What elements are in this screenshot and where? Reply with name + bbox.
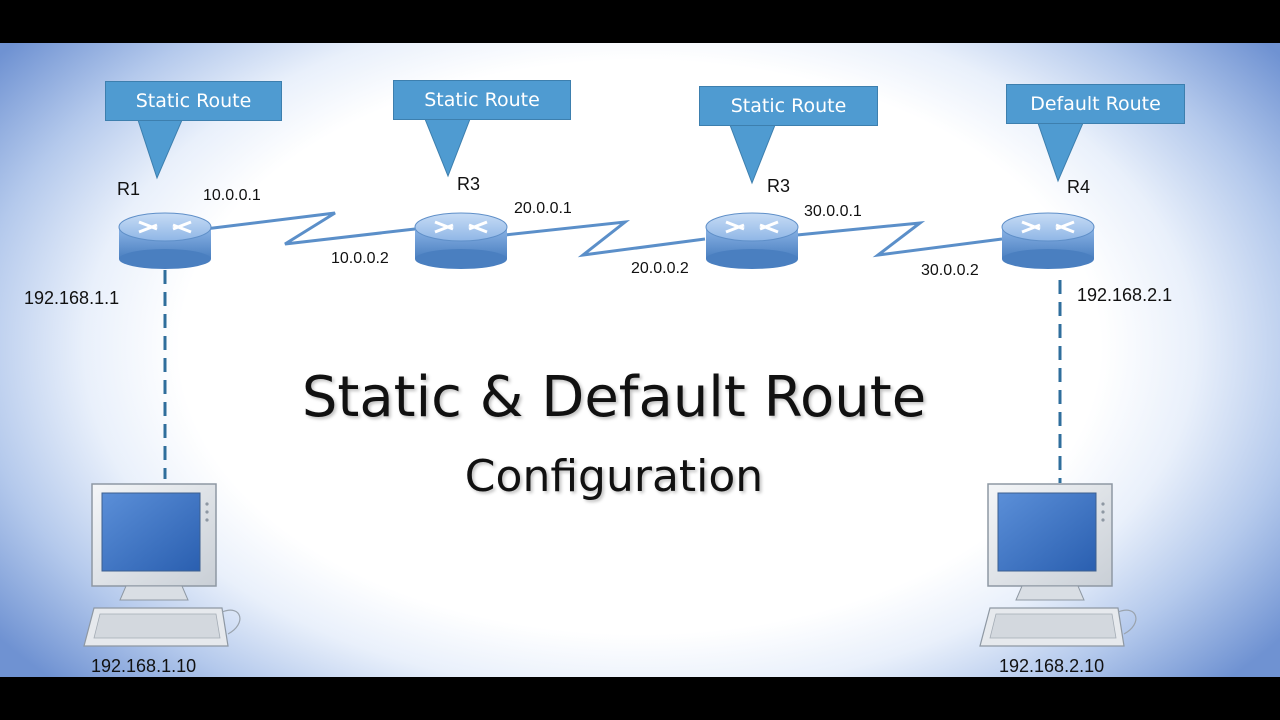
serial-link-3 [796, 218, 1003, 260]
callout-tail-r4 [1037, 122, 1084, 183]
router-icon [1001, 212, 1095, 269]
serial-link-1 [204, 210, 416, 247]
lan-gateway-ip-left: 192.168.1.1 [24, 288, 120, 308]
interface-ip: 20.0.0.2 [631, 260, 689, 277]
interface-ip: 10.0.0.2 [331, 250, 389, 267]
page-title: Static & Default Route [301, 365, 927, 430]
callout-label: Static Route [135, 90, 252, 112]
router-name-r4: R4 [1067, 177, 1091, 197]
lan-gateway-ip-right: 192.168.2.1 [1077, 285, 1173, 305]
router-icon [705, 212, 799, 269]
router-icon [118, 212, 212, 269]
interface-ip: 30.0.0.1 [804, 203, 862, 220]
desktop-computer-icon [979, 483, 1137, 647]
callout-tail-r1 [137, 119, 183, 180]
router-icon [414, 212, 508, 269]
router-name-r1: R1 [117, 179, 141, 199]
host-ip-left: 192.168.1.10 [91, 656, 197, 676]
callout-static-route-r1: Static Route [105, 81, 282, 121]
page-subtitle: Configuration [464, 451, 764, 502]
desktop-computer-icon [83, 483, 241, 647]
callout-static-route-r3: Static Route [699, 86, 878, 126]
interface-ip: 30.0.0.2 [921, 262, 979, 279]
router-name-r3: R3 [767, 176, 791, 196]
callout-default-route-r4: Default Route [1006, 84, 1185, 124]
letterbox-bottom [0, 677, 1280, 720]
router-name-r2: R3 [457, 174, 481, 194]
network-drawing [83, 118, 1137, 647]
host-ip-right: 192.168.2.10 [999, 656, 1105, 676]
callout-static-route-r2: Static Route [393, 80, 571, 120]
callout-tail-r2 [424, 118, 471, 178]
serial-link-2 [504, 217, 706, 260]
letterbox-top [0, 0, 1280, 43]
interface-ip: 10.0.0.1 [203, 187, 261, 204]
callout-tail-r3 [729, 124, 776, 185]
network-diagram: Static Route Static Route Static Route D… [0, 43, 1280, 677]
callout-label: Default Route [1030, 93, 1161, 115]
callout-label: Static Route [424, 89, 540, 111]
callout-label: Static Route [730, 95, 847, 117]
interface-ip: 20.0.0.1 [514, 200, 572, 217]
